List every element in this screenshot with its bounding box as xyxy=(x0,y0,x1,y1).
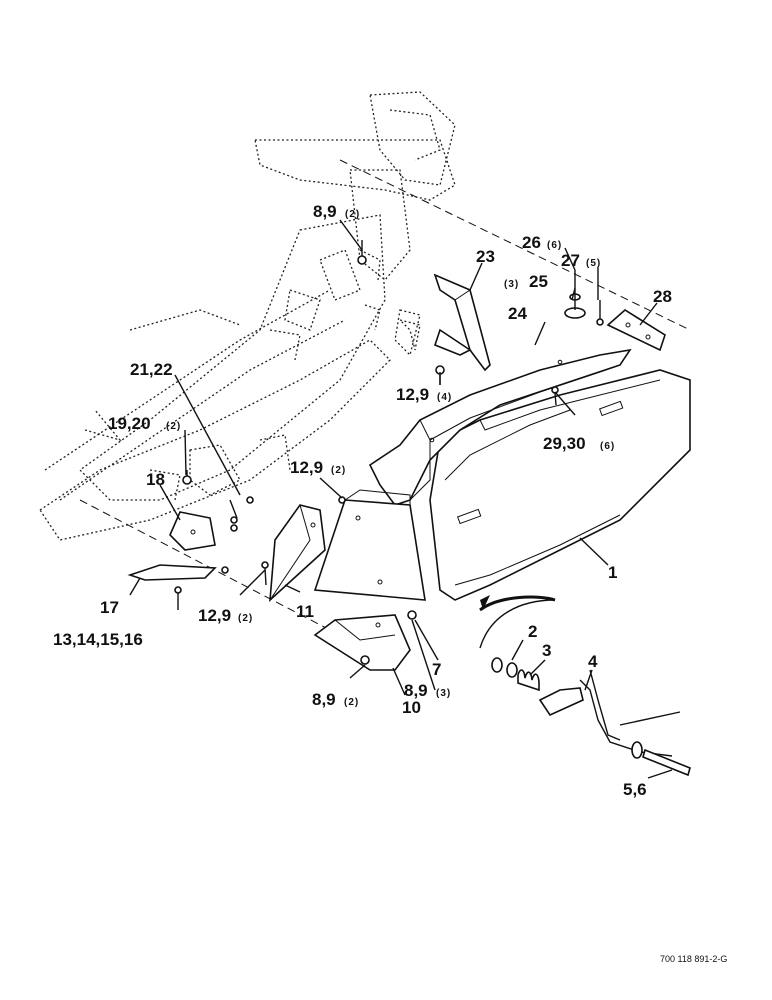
qty-26: (6) xyxy=(547,240,562,251)
qty-25: (3) xyxy=(504,279,519,290)
label-25: 25 xyxy=(529,272,548,291)
reference-line-lower xyxy=(79,499,331,631)
qty-8-9-top: (2) xyxy=(345,209,360,220)
label-21-22: 21,22 xyxy=(130,360,173,379)
label-3: 3 xyxy=(542,641,551,660)
drawing-reference: 700 118 891-2-G xyxy=(660,954,727,964)
arc-indicator xyxy=(479,599,556,649)
fasteners xyxy=(174,240,559,665)
leader-lines xyxy=(129,219,673,779)
frame-structure xyxy=(39,91,456,541)
qty-19-20: (2) xyxy=(166,421,181,432)
shield-part-1 xyxy=(429,369,691,601)
label-24: 24 xyxy=(508,304,527,323)
qty-8-9-mid: (3) xyxy=(436,688,451,699)
label-5-6: 5,6 xyxy=(623,780,647,799)
label-17: 17 xyxy=(100,598,119,617)
label-12-9-b: 12,9 xyxy=(290,458,323,477)
qty-12-9-c: (2) xyxy=(238,613,253,624)
channel-part-24 xyxy=(368,348,632,506)
callout-labels: 8,9 (2) 26 (6) 23 27 (5) (3) 25 28 24 21… xyxy=(53,202,727,964)
label-8-9-bot: 8,9 xyxy=(312,690,336,709)
frame-plate xyxy=(397,318,421,351)
label-8-9-mid: 8,9 xyxy=(404,681,428,700)
label-13-16: 13,14,15,16 xyxy=(53,630,143,649)
label-2: 2 xyxy=(528,622,537,641)
spring-assembly xyxy=(479,595,691,777)
label-23: 23 xyxy=(476,247,495,266)
qty-12-9-b: (2) xyxy=(331,465,346,476)
qty-29-30: (6) xyxy=(600,441,615,452)
bracket-part-17 xyxy=(127,564,217,581)
label-7: 7 xyxy=(432,660,441,679)
label-29-30: 29,30 xyxy=(543,434,586,453)
bracket-part-28 xyxy=(606,309,666,352)
label-27: 27 xyxy=(561,251,580,270)
bracket-part-18 xyxy=(169,511,216,551)
label-4: 4 xyxy=(588,652,598,671)
bracket-part-23 xyxy=(433,273,491,372)
label-18: 18 xyxy=(146,470,165,489)
qty-27: (5) xyxy=(586,258,601,269)
bracket-part-11 xyxy=(269,504,326,602)
qty-8-9-bot: (2) xyxy=(344,697,359,708)
label-8-9-top: 8,9 xyxy=(313,202,337,221)
label-12-9-a: 12,9 xyxy=(396,385,429,404)
plate-part-7 xyxy=(313,489,426,601)
label-28: 28 xyxy=(653,287,672,306)
label-1: 1 xyxy=(608,563,617,582)
bracket-part-10 xyxy=(313,614,411,671)
label-10: 10 xyxy=(402,698,421,717)
qty-12-9-a: (4) xyxy=(437,392,452,403)
label-26: 26 xyxy=(522,233,541,252)
label-19-20: 19,20 xyxy=(108,414,151,433)
label-12-9-c: 12,9 xyxy=(198,606,231,625)
label-11: 11 xyxy=(296,602,314,621)
